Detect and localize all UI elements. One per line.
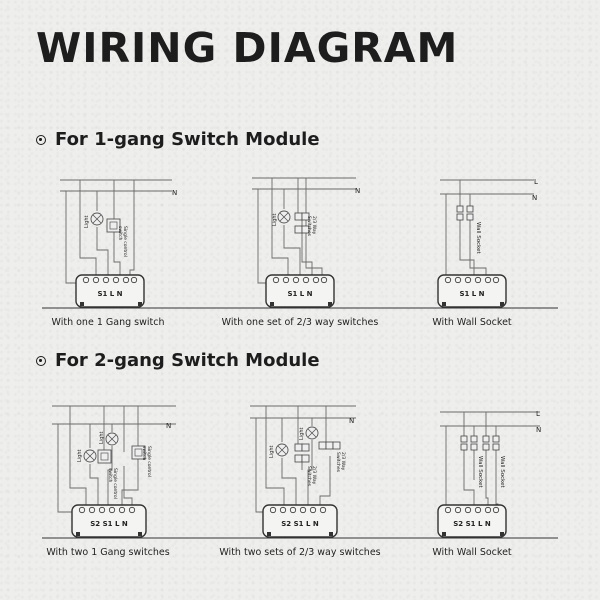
socket-contact-icon xyxy=(482,435,500,451)
two-way-switch-icon xyxy=(294,443,310,463)
neutral-label: N xyxy=(355,187,360,195)
module-terminals xyxy=(78,506,136,514)
socket-contact-icon xyxy=(460,435,478,451)
module-terminals xyxy=(269,506,327,514)
page-title: WIRING DIAGRAM xyxy=(36,24,459,72)
socket-label: Wall Socket xyxy=(477,456,483,489)
module-terminals xyxy=(272,276,328,284)
module-base xyxy=(270,302,332,306)
socket-label: Wall Socket xyxy=(499,456,505,489)
terminal-labels: S2 S1 L N xyxy=(453,520,491,528)
light-label: Light xyxy=(99,431,105,444)
panel-1gang-wall-socket xyxy=(440,179,534,284)
switch-icon xyxy=(97,449,112,464)
light-label: Light xyxy=(272,213,278,226)
caption-1gang-2way: With one set of 2/3 way switches xyxy=(222,317,379,328)
light-bulb-cross xyxy=(107,434,117,444)
module-terminals xyxy=(444,276,500,284)
terminal-labels: S2 S1 L N xyxy=(281,520,319,528)
light-label: Light xyxy=(269,445,275,458)
switch-type-label: 2/3 WaySwitches xyxy=(306,466,317,487)
module-terminals xyxy=(82,276,138,284)
module-base xyxy=(267,532,333,536)
switch-module xyxy=(262,504,338,538)
live-label: L xyxy=(536,410,540,418)
neutral-label: N xyxy=(349,417,354,425)
light-label: Light xyxy=(84,215,90,228)
switch-inner xyxy=(134,448,143,457)
switch-module xyxy=(71,504,147,538)
section-title-2gang: For 2-gang Switch Module xyxy=(36,352,320,370)
switch-inner xyxy=(109,221,118,230)
bullet-icon xyxy=(36,135,46,145)
caption-1gang-socket: With Wall Socket xyxy=(432,317,512,328)
section-1gang-label: For 1-gang Switch Module xyxy=(55,129,320,150)
switch-type-label: 2/3 WaySwitches xyxy=(306,216,317,237)
light-bulb-cross xyxy=(279,212,289,222)
switch-type-label: Single controlswitch xyxy=(141,446,152,477)
module-base xyxy=(80,302,142,306)
switch-module xyxy=(437,274,507,308)
module-base xyxy=(442,302,504,306)
light-bulb-cross xyxy=(277,445,287,455)
socket-label: Wall Socket xyxy=(475,222,481,255)
caption-1gang-single: With one 1 Gang switch xyxy=(52,317,165,328)
terminal-labels: S1 L N xyxy=(459,290,484,298)
neutral-label: N xyxy=(166,422,171,430)
neutral-label: N xyxy=(172,189,177,197)
bullet-icon xyxy=(36,356,46,366)
caption-2gang-2way: With two sets of 2/3 way switches xyxy=(219,547,380,558)
terminal-labels: S2 S1 L N xyxy=(90,520,128,528)
terminal-labels: S1 L N xyxy=(287,290,312,298)
section-title-1gang: For 1-gang Switch Module xyxy=(36,131,320,149)
neutral-label: N xyxy=(536,426,541,434)
switch-module xyxy=(437,504,507,538)
module-base xyxy=(442,532,504,536)
module-base xyxy=(76,532,142,536)
switch-inner xyxy=(100,452,109,461)
caption-2gang-socket: With Wall Socket xyxy=(432,547,512,558)
switch-module xyxy=(265,274,335,308)
live-label: L xyxy=(534,178,538,186)
neutral-label: N xyxy=(532,194,537,202)
light-label: Light xyxy=(299,427,305,440)
light-bulb-cross xyxy=(92,214,102,224)
terminal-labels: S1 L N xyxy=(97,290,122,298)
panel-2gang-wall-socket xyxy=(440,411,540,513)
switch-type-label: Single controlswitch xyxy=(107,468,118,499)
light-bulb-cross xyxy=(307,428,317,438)
section-2gang-label: For 2-gang Switch Module xyxy=(55,350,320,371)
caption-2gang-single: With two 1 Gang switches xyxy=(46,547,169,558)
two-way-switch-icon xyxy=(294,212,310,234)
light-bulb-cross xyxy=(85,451,95,461)
socket-contact-icon xyxy=(456,205,474,221)
switch-type-label: 2/3 WaySwitches xyxy=(335,452,346,473)
light-label: Light xyxy=(77,449,83,462)
module-terminals xyxy=(444,506,500,514)
switch-type-label: Single controlswitch xyxy=(117,226,128,257)
two-way-switch-icon xyxy=(318,441,341,450)
switch-module xyxy=(75,274,145,308)
